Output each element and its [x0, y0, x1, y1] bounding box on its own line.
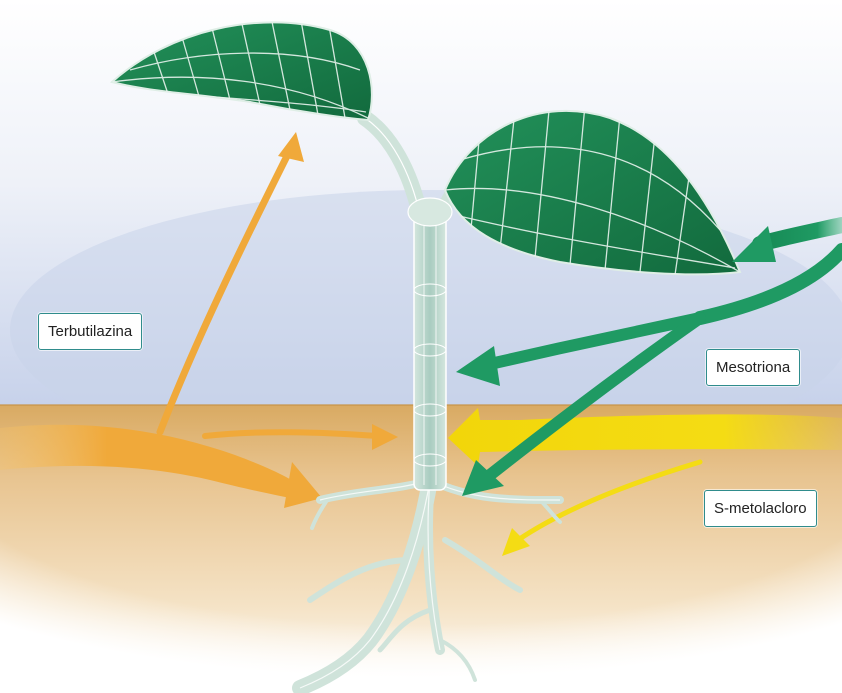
label-s-metolacloro: S-metolacloro: [704, 490, 817, 527]
label-mesotriona: Mesotriona: [706, 349, 800, 386]
label-terbutilazina: Terbutilazina: [38, 313, 142, 350]
